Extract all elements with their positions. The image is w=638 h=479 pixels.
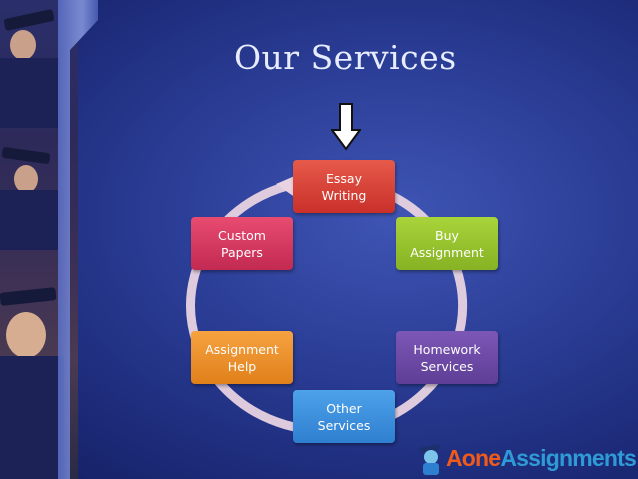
- cycle-item-assignment-help: Assignment Help: [191, 331, 293, 384]
- down-arrow-icon: [331, 103, 361, 151]
- cycle-item-buy-assignment: Buy Assignment: [396, 217, 498, 270]
- cycle-item-essay-writing: Essay Writing: [293, 160, 395, 213]
- brand-logo: AoneAssignments: [446, 445, 637, 472]
- slide-title: Our Services: [234, 38, 457, 77]
- graduate-mascot-icon: [419, 444, 441, 475]
- brand-logo-part2: Assignments: [500, 445, 636, 471]
- cycle-item-other-services: Other Services: [293, 390, 395, 443]
- brand-logo-part1: Aone: [446, 445, 501, 471]
- cycle-item-homework-services: Homework Services: [396, 331, 498, 384]
- cycle-item-custom-papers: Custom Papers: [191, 217, 293, 270]
- cycle-ring-arrowhead: [276, 175, 297, 198]
